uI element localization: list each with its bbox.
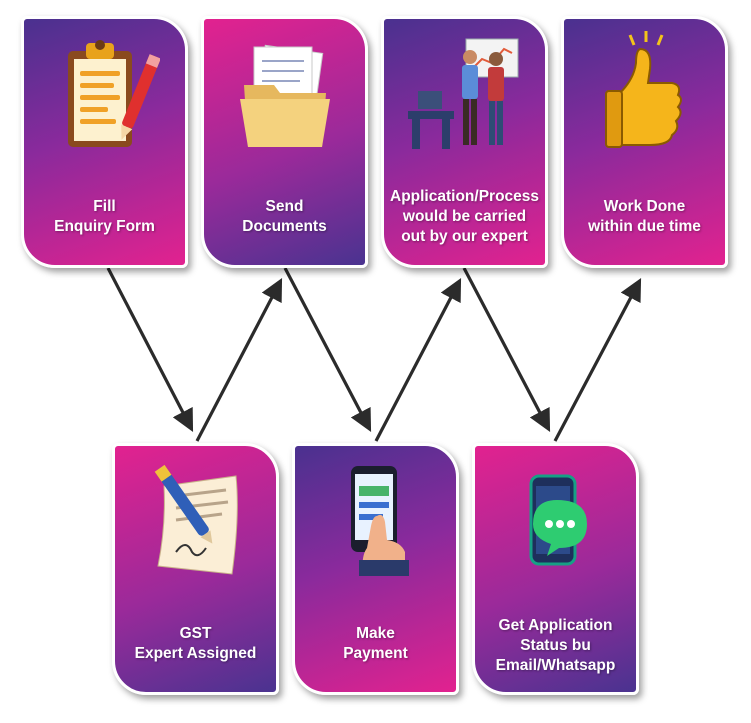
arrow-2-to-6	[283, 267, 372, 432]
step-card-application-status: Get Application Status bu Email/Whatsapp	[472, 443, 639, 695]
step-card-send-documents: Send Documents	[201, 16, 368, 268]
step-label: Fill Enquiry Form	[54, 198, 155, 235]
step-card-application-process: Application/Process would be carried out…	[381, 16, 548, 268]
arrow-1-to-5	[106, 267, 194, 432]
step-card-gst-expert-assigned: GST Expert Assigned	[112, 443, 279, 695]
arrow-7-to-4	[553, 278, 642, 442]
arrow-6-to-3	[374, 278, 462, 442]
experts-discussion-icon	[384, 29, 545, 154]
documents-folder-icon	[204, 29, 365, 154]
signing-document-icon	[115, 456, 276, 581]
mobile-payment-icon	[295, 456, 456, 581]
step-label: Make Payment	[343, 625, 408, 662]
arrow-5-to-2	[195, 278, 283, 442]
step-label: Application/Process would be carried out…	[390, 188, 540, 245]
step-label: Send Documents	[242, 198, 327, 235]
step-card-work-done: Work Done within due time	[561, 16, 728, 268]
step-card-fill-enquiry-form: Fill Enquiry Form	[21, 16, 188, 268]
step-label: Work Done within due time	[588, 198, 701, 235]
arrow-3-to-7	[462, 267, 551, 432]
clipboard-form-icon	[24, 29, 185, 154]
whatsapp-phone-icon	[475, 456, 636, 581]
step-label: GST Expert Assigned	[134, 625, 257, 662]
thumbs-up-icon	[564, 29, 725, 154]
step-label: Get Application Status bu Email/Whatsapp	[495, 617, 616, 674]
step-card-make-payment: Make Payment	[292, 443, 459, 695]
